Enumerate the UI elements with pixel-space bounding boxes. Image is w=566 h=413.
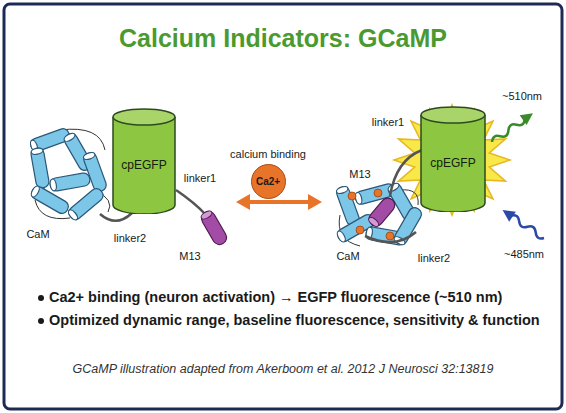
slide-title: Calcium Indicators: GCaMP	[0, 24, 566, 53]
barrel-body	[421, 115, 485, 212]
part-label-text: CaM	[26, 228, 49, 240]
part-label-text: M13	[349, 168, 370, 180]
slide-frame	[4, 4, 562, 409]
m13-helix	[199, 209, 229, 247]
part-label-text: linker1	[184, 172, 216, 184]
fluorescence-burst	[394, 105, 510, 215]
ion-circle: Ca2+	[251, 164, 286, 199]
linker2-strand-bound	[365, 232, 416, 242]
part-label-text: CaM	[336, 250, 359, 262]
emission-arrow	[489, 108, 537, 147]
linker1-strand-bound	[390, 150, 422, 196]
cpegfp-barrel: cpEGFP	[112, 108, 176, 214]
node-heading: calcium binding	[230, 148, 306, 160]
excitation-arrow	[499, 205, 547, 243]
barrel-top	[421, 107, 485, 123]
bullet-dot	[38, 318, 44, 324]
bullet-dot	[38, 295, 44, 301]
binding-arrow	[236, 194, 322, 210]
bullet-text: Ca2+ binding (neuron activation) → EGFP …	[49, 288, 502, 307]
barrel-label: cpEGFP	[430, 156, 475, 170]
part-label-text: linker1	[372, 116, 404, 128]
barrel-body	[113, 117, 175, 214]
barrel-top	[113, 109, 175, 125]
bullet-point: Ca2+ binding (neuron activation) → EGFP …	[36, 288, 552, 307]
part-label-text: ~510nm	[502, 90, 542, 102]
cpegfp-barrel: cpEGFP	[420, 106, 486, 212]
cam-helices-left	[29, 127, 110, 222]
m13-helix-bound	[366, 195, 397, 229]
barrel-label: cpEGFP	[121, 158, 166, 172]
ion-label: Ca2+	[256, 176, 280, 187]
linker1-strand	[176, 190, 205, 214]
part-label-text: linker2	[114, 232, 146, 244]
part-label-text: ~485nm	[504, 248, 544, 260]
part-label-text: linker2	[418, 252, 450, 264]
linker2-strand	[100, 213, 132, 221]
bound-calcium-ions	[348, 189, 394, 240]
figure-caption: GCaMP illustration adapted from Akerboom…	[0, 362, 566, 376]
bullet-point: Optimized dynamic range, baseline fluore…	[36, 311, 552, 330]
cam-helices-right	[335, 181, 424, 246]
calcium-ion: calcium bindingCa2+	[208, 148, 328, 199]
burst-shape	[394, 105, 510, 215]
part-label-text: M13	[179, 250, 200, 262]
bullet-text: Optimized dynamic range, baseline fluore…	[49, 311, 540, 330]
